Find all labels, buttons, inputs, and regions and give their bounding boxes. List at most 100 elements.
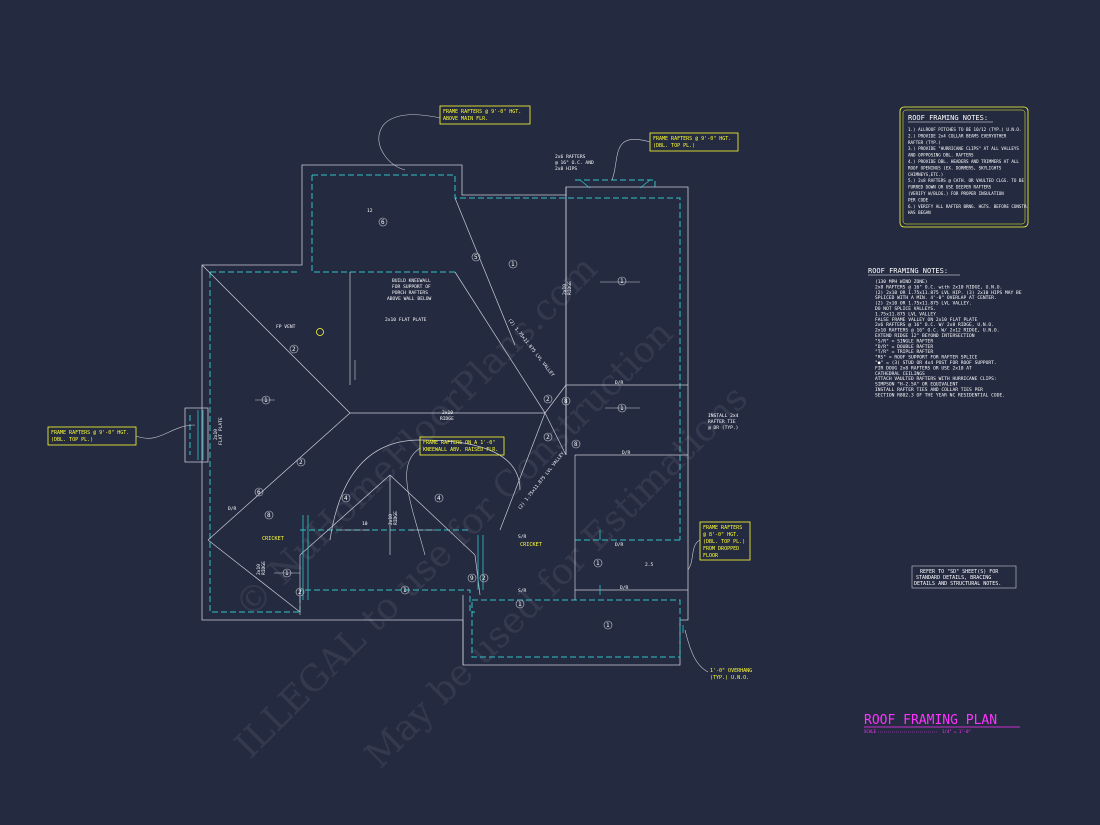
- notes-box-line-13: 6.) VERIFY ALL RAFTER BRNG. HGTS. BEFORE…: [908, 204, 1029, 209]
- notes-box-line-7: ROOF OPENINGS (EX. DORMERS, SKYLIGHTS: [908, 165, 1002, 170]
- notes-list-line-17: FIR DOUG 2x8 RAFTERS OR USE 2x10 AT: [875, 365, 972, 371]
- dr-label-2: D/R: [622, 450, 631, 456]
- notes-list-line-3: (2) 2x10 OR 1.75x11.875 LVL HIP. (3) 2x1…: [875, 290, 1022, 296]
- callout-c5-line5: FLOOR: [703, 553, 719, 559]
- ridge-size-left: 2x10: [256, 564, 262, 575]
- notes-list-line-2: 2x8 RAFTERS @ 16" O.C. with 2x10 RIDGE, …: [875, 284, 1002, 290]
- svg-text:2: 2: [482, 575, 486, 582]
- callout-c6: 1'-0" OVERHANG (TYP.) U.N.O.: [684, 629, 752, 681]
- flat-plate-label: 2x10 FLAT PLATE: [385, 317, 427, 323]
- ridge-size-porch: 2x10: [388, 514, 394, 525]
- svg-text:2: 2: [298, 589, 302, 596]
- rafter-markers: [197, 179, 684, 633]
- svg-text:1: 1: [403, 587, 407, 594]
- callout-c1-line1: FRAME RAFTERS @ 9'-0" HGT.: [443, 109, 521, 115]
- pitch-10-label: 10: [362, 521, 368, 527]
- svg-text:1: 1: [606, 622, 610, 629]
- notes-box-line-4: 3.) PROVIDE "HURRICANE CLIPS" AT ALL VAL…: [908, 146, 1019, 151]
- callout-c4-line2: KNEEWALL ABV. RAISED FLR.: [423, 447, 498, 453]
- ridge-word-left: RIDGE: [261, 561, 267, 575]
- span-arrows: [255, 281, 640, 574]
- notes-list-line-8: FALSE FRAME VALLEY ON 2x10 FLAT PLATE: [875, 317, 978, 323]
- notes-box-line-2: 2.) PROVIDE 2x4 COLLAR BEAMS EVERYOTHER: [908, 133, 1007, 138]
- ridge-word-porch: RIDGE: [393, 511, 399, 525]
- ridge-word-main: RIDGE: [440, 416, 454, 422]
- notes-list-line-18: CATHEDRAL CEILINGS: [875, 371, 925, 377]
- refer-note: REFER TO "SD" SHEET(S) FOR STANDARD DETA…: [911, 565, 1017, 589]
- notes-box-line-5: AND OPPPOSING DBL. RAFTERS: [908, 153, 974, 158]
- notes-list-line-9: 2x6 RAFTERS @ 16" O.C. W/ 2x8 RIDGE, U.N…: [875, 322, 994, 328]
- svg-text:8: 8: [574, 441, 578, 448]
- callout-c2: FRAME RAFTERS @ 9'-0" HGT. (DBL. TOP PL.…: [611, 132, 739, 181]
- dr-label-4: D/R: [620, 585, 629, 591]
- notes-list-line-11: EXTEND RIDGE 12" BEYOND INTERSECTION: [875, 333, 975, 339]
- callout-c4: FRAME RAFTERS ON A 1'-0" KNEEWALL ABV. R…: [406, 436, 505, 556]
- install-tie-1: INSTALL 2x4: [708, 413, 739, 419]
- callout-c4-line1: FRAME RAFTERS ON A 1'-0": [423, 440, 495, 446]
- callout-c3: FRAME RAFTERS @ 9'-0" HGT. (DBL. TOP PL.…: [47, 424, 196, 446]
- notes-list-line-4: SPLICED WITH A MIN. 4'-0" OVERLAP AT CEN…: [875, 295, 997, 301]
- sr-label-2: S/R: [518, 534, 527, 540]
- callout-c2-line2: (DBL. TOP PL.): [653, 143, 695, 149]
- rafters-2x6-2: @ 16" O.C. AND: [555, 160, 594, 166]
- notes-list-line-20: SIMPSON "H-2.5A" OR EQUIVALENT: [875, 382, 958, 388]
- cricket-label-right: CRICKET: [520, 542, 542, 548]
- install-tie-3: @ DR (TYP.): [708, 425, 738, 431]
- dr-label-5: D/R: [228, 506, 237, 512]
- svg-text:4: 4: [344, 495, 348, 502]
- svg-text:1: 1: [620, 405, 624, 412]
- framing-lines: [201, 187, 688, 615]
- watermark: © NuHomeFloorPlans.com ILLEGAL to use fo…: [227, 248, 756, 776]
- notes-list: ROOF FRAMING NOTES: (130 MPH WIND ZONE)2…: [868, 267, 1022, 398]
- refer-note-3: DETAILS AND STRUCTURAL NOTES.: [914, 581, 1001, 587]
- cricket-label-left: CRICKET: [262, 536, 284, 542]
- svg-text:2: 2: [299, 459, 303, 466]
- callout-c5-line3: (DBL. TOP PL.): [703, 539, 745, 545]
- callout-c3-line1: FRAME RAFTERS @ 9'-0" HGT.: [51, 430, 129, 436]
- callout-c6-line2: (TYP.) U.N.O.: [710, 675, 749, 681]
- refer-note-2: STANDARD DETAILS, BRACING: [916, 575, 991, 581]
- scale-value: 1/4" = 1'-0": [942, 729, 971, 734]
- notes-box-line-3: RAFTER (TYP.): [908, 140, 941, 145]
- ridge-size-right: 2x10: [562, 284, 568, 295]
- notes-list-line-15: "RS" = ROOF SUPPORT FOR RAFTER SPLICE: [875, 355, 978, 361]
- notes-box-line-14: HAS BEGAN: [908, 210, 931, 215]
- callout-c5-line2: @ 8'-0" HGT.: [703, 532, 739, 538]
- pitch-12-label: 12: [367, 208, 373, 214]
- callout-c1-line2: ABOVE MAIN FLR.: [443, 116, 488, 122]
- notes-list-title: ROOF FRAMING NOTES:: [868, 267, 948, 275]
- kneewall-note-3: PORCH RAFTERS: [392, 290, 428, 296]
- callout-c1: FRAME RAFTERS @ 9'-0" HGT. ABOVE MAIN FL…: [378, 105, 531, 171]
- dr-label-1: D/R: [615, 380, 624, 386]
- svg-text:2: 2: [546, 396, 550, 403]
- ridge-word-right: RIDGE: [567, 281, 573, 295]
- ridge-size-main: 2x10: [442, 410, 453, 416]
- kneewall-note-4: ABOVE WALL BELOW: [387, 296, 431, 302]
- callout-c5-line1: FRAME RAFTERS: [703, 525, 742, 531]
- svg-text:1: 1: [518, 601, 522, 608]
- notes-list-line-22: SECTION R802.3 OF THE YEAR NC RESIDENTIA…: [875, 392, 1005, 398]
- notes-box-line-12: PER CODE: [908, 197, 929, 202]
- notes-box-line-11: (VERIFY W/BLDG.) FOR PROPER INSULATION: [908, 191, 1004, 196]
- scale-label: SCALE: [864, 729, 877, 734]
- notes-list-line-16: "●" = (3) STUD OR 4x4 POST FOR ROOF SUPP…: [875, 360, 997, 366]
- notes-box-line-6: 4.) PROVIDE DBL. HEADERS AND TRIMMERS AT…: [908, 159, 1019, 164]
- notes-box-line-10: FURRED DOWN OR USE DEEPER RAFTERS: [908, 185, 992, 190]
- svg-text:1: 1: [620, 278, 624, 285]
- sr-label-1: S/R: [518, 588, 527, 594]
- cricket-labels: CRICKET CRICKET: [262, 536, 542, 548]
- drawing-title-text: ROOF FRAMING PLAN: [864, 713, 997, 728]
- svg-text:8: 8: [267, 512, 271, 519]
- callout-c6-line1: 1'-0" OVERHANG: [710, 668, 752, 674]
- notes-box-line-9: 5.) 2x8 RAFTERS @ CATH. OR VAULTED CLGS.…: [908, 178, 1024, 183]
- notes-list-line-13: "D/R" = DOUBLE RAFTER: [875, 344, 933, 350]
- callout-c5-line4: FROM DROPPED: [703, 546, 739, 552]
- callout-c2-line1: FRAME RAFTERS @ 9'-0" HGT.: [653, 136, 731, 142]
- fp-vent-label: FP VENT: [276, 324, 296, 330]
- drawing-title: ROOF FRAMING PLAN SCALE 1/4" = 1'-0": [864, 713, 1020, 734]
- svg-text:6: 6: [381, 219, 385, 226]
- svg-text:9: 9: [470, 575, 474, 582]
- svg-text:5: 5: [474, 254, 478, 261]
- notes-list-line-1: (130 MPH WIND ZONE): [875, 279, 928, 285]
